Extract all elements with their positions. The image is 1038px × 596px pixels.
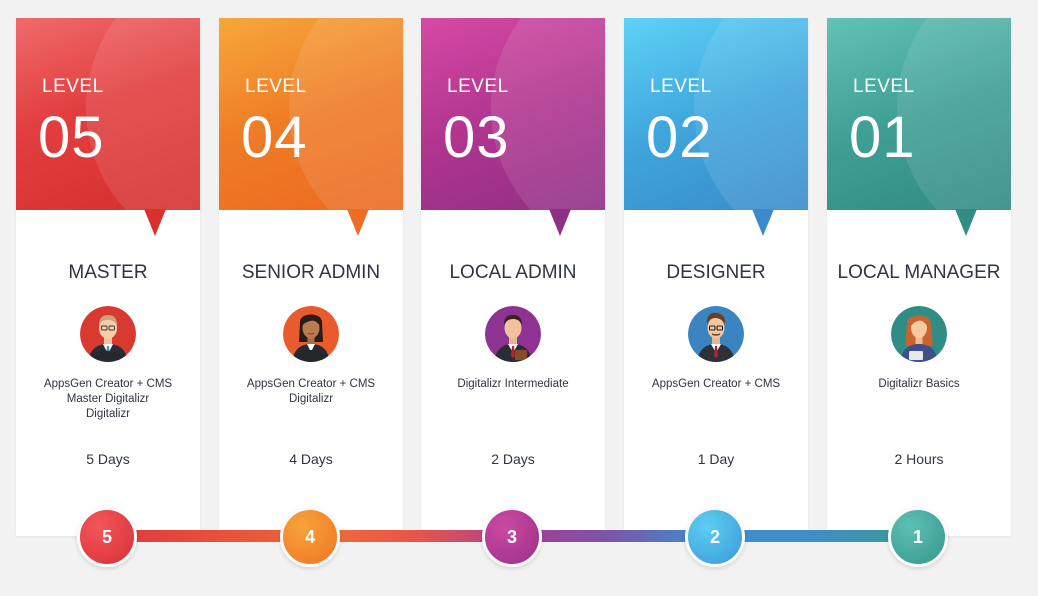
header-pointer bbox=[752, 209, 774, 236]
designer-avatar bbox=[688, 306, 744, 362]
role-title: MASTER bbox=[68, 262, 148, 283]
header-pointer bbox=[549, 209, 571, 236]
level-header: LEVEL 03 bbox=[421, 18, 605, 210]
level-label: LEVEL bbox=[42, 76, 104, 97]
level-header: LEVEL 05 bbox=[16, 18, 200, 210]
role-title: SENIOR ADMIN bbox=[241, 262, 381, 283]
level-number: 01 bbox=[849, 105, 916, 170]
level-label: LEVEL bbox=[650, 76, 712, 97]
role-title: LOCAL ADMIN bbox=[449, 262, 577, 283]
level-card-03: LEVEL 03 LOCAL ADMIN Digitalizr Intermed… bbox=[421, 18, 605, 536]
course-item: AppsGen Creator + CMS bbox=[43, 378, 173, 390]
businessman-avatar bbox=[80, 306, 136, 362]
level-card-02: LEVEL 02 DESIGNER AppsGen Creator + CMS … bbox=[624, 18, 808, 536]
step-marker-2: 2 bbox=[685, 507, 745, 567]
course-item: Digitalizr Basics bbox=[878, 378, 960, 390]
step-marker-4: 4 bbox=[280, 507, 340, 567]
businesswoman-avatar bbox=[283, 306, 339, 362]
step-marker-1: 1 bbox=[888, 507, 948, 567]
level-label: LEVEL bbox=[447, 76, 509, 97]
course-item: Digitalizr Intermediate bbox=[457, 378, 569, 390]
businessman-folder-avatar bbox=[485, 306, 541, 362]
level-number: 05 bbox=[38, 105, 105, 170]
step-marker-3: 3 bbox=[482, 507, 542, 567]
level-number: 03 bbox=[443, 105, 510, 170]
duration-text: 2 Hours bbox=[894, 451, 944, 467]
course-list: Digitalizr Intermediate bbox=[427, 377, 599, 392]
course-item: Digitalizr bbox=[85, 408, 131, 420]
step-marker-5: 5 bbox=[77, 507, 137, 567]
header-pointer bbox=[955, 209, 977, 236]
level-card-05: LEVEL 05 MASTER AppsGen Creator + CMS Ma… bbox=[16, 18, 200, 536]
level-number: 04 bbox=[241, 105, 308, 170]
header-pointer bbox=[347, 209, 369, 236]
course-item: Digitalizr bbox=[288, 393, 334, 405]
duration-text: 2 Days bbox=[491, 451, 535, 467]
role-title: LOCAL MANAGER bbox=[837, 262, 1001, 283]
course-item: AppsGen Creator + CMS bbox=[651, 378, 781, 390]
course-list: Digitalizr Basics bbox=[833, 377, 1005, 392]
course-list: AppsGen Creator + CMS Digitalizr bbox=[225, 377, 397, 407]
course-list: AppsGen Creator + CMS bbox=[630, 377, 802, 392]
level-header: LEVEL 02 bbox=[624, 18, 808, 210]
course-item: AppsGen Creator + CMS bbox=[246, 378, 376, 390]
course-item: Master Digitalizr bbox=[66, 393, 150, 405]
header-pointer bbox=[144, 209, 166, 236]
duration-text: 5 Days bbox=[86, 451, 130, 467]
level-header: LEVEL 01 bbox=[827, 18, 1011, 210]
level-label: LEVEL bbox=[245, 76, 307, 97]
level-card-04: LEVEL 04 SENIOR ADMIN AppsGen Creator + … bbox=[219, 18, 403, 536]
level-header: LEVEL 04 bbox=[219, 18, 403, 210]
manager-woman-avatar bbox=[891, 306, 947, 362]
duration-text: 1 Day bbox=[697, 451, 735, 467]
course-list: AppsGen Creator + CMS Master Digitalizr … bbox=[22, 377, 194, 422]
level-number: 02 bbox=[646, 105, 713, 170]
level-card-01: LEVEL 01 LOCAL MANAGER Digitalizr Basics… bbox=[827, 18, 1011, 536]
level-label: LEVEL bbox=[853, 76, 915, 97]
role-title: DESIGNER bbox=[666, 262, 766, 283]
duration-text: 4 Days bbox=[289, 451, 333, 467]
